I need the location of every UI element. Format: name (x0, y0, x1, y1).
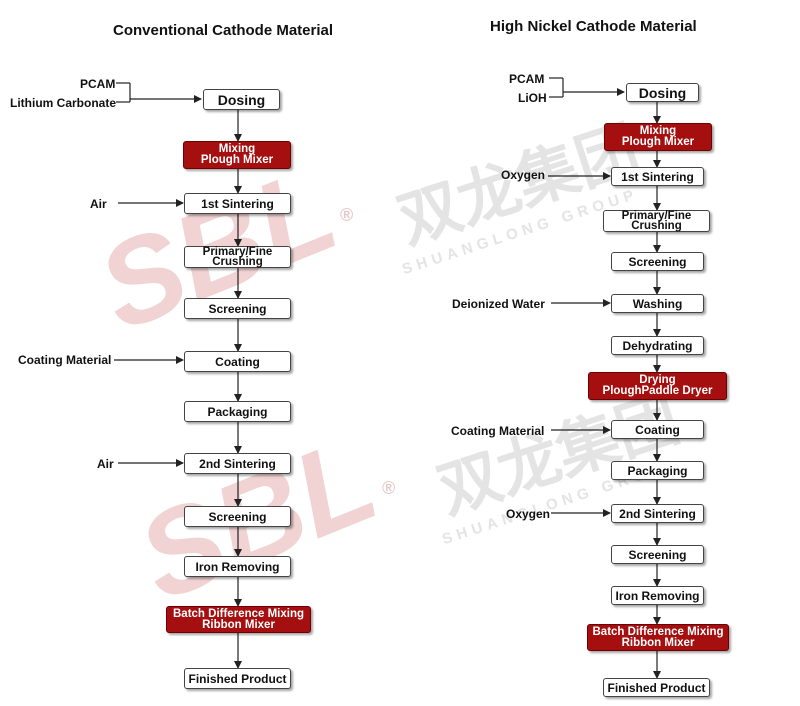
right-step-screening: Screening (611, 252, 704, 271)
right-step-packaging: Packaging (611, 461, 704, 480)
right-input-pcam: PCAM (509, 72, 545, 86)
right-step-1st-sintering: 1st Sintering (611, 167, 704, 186)
left-side-air-2: Air (97, 457, 114, 471)
right-step-dosing: Dosing (626, 83, 699, 102)
left-step-iron-removing: Iron Removing (184, 556, 291, 577)
left-side-coating-material: Coating Material (18, 353, 112, 367)
left-title: Conventional Cathode Material (113, 22, 334, 39)
left-input-pcam: PCAM (80, 77, 116, 91)
left-step-coating: Coating (184, 351, 291, 372)
right-input-lioh: LiOH (518, 91, 547, 105)
right-side-oxygen-2: Oxygen (506, 507, 551, 521)
left-step-packaging: Packaging (184, 401, 291, 422)
right-step-2nd-sintering: 2nd Sintering (611, 504, 704, 523)
right-step-finished-product: Finished Product (603, 678, 710, 697)
right-step-iron-removing: Iron Removing (611, 586, 704, 605)
right-step-dehydrating: Dehydrating (611, 336, 704, 355)
left-input-lithium-carbonate: Lithium Carbonate (10, 96, 117, 110)
left-side-air-1: Air (90, 197, 107, 211)
right-side-oxygen-1: Oxygen (501, 168, 546, 182)
right-side-deionized-water: Deionized Water (452, 297, 545, 311)
left-step-1st-sintering: 1st Sintering (184, 193, 291, 214)
right-side-coating-material: Coating Material (451, 424, 545, 438)
left-step-2nd-sintering: 2nd Sintering (184, 453, 291, 474)
right-step-coating: Coating (611, 420, 704, 439)
right-step-washing: Washing (611, 294, 704, 313)
left-step-screening-2: Screening (184, 506, 291, 527)
left-step-dosing: Dosing (203, 89, 280, 110)
right-title: High Nickel Cathode Material (490, 18, 697, 35)
right-step-screening-2: Screening (611, 545, 704, 564)
left-step-screening: Screening (184, 298, 291, 319)
left-step-finished-product: Finished Product (184, 668, 291, 689)
